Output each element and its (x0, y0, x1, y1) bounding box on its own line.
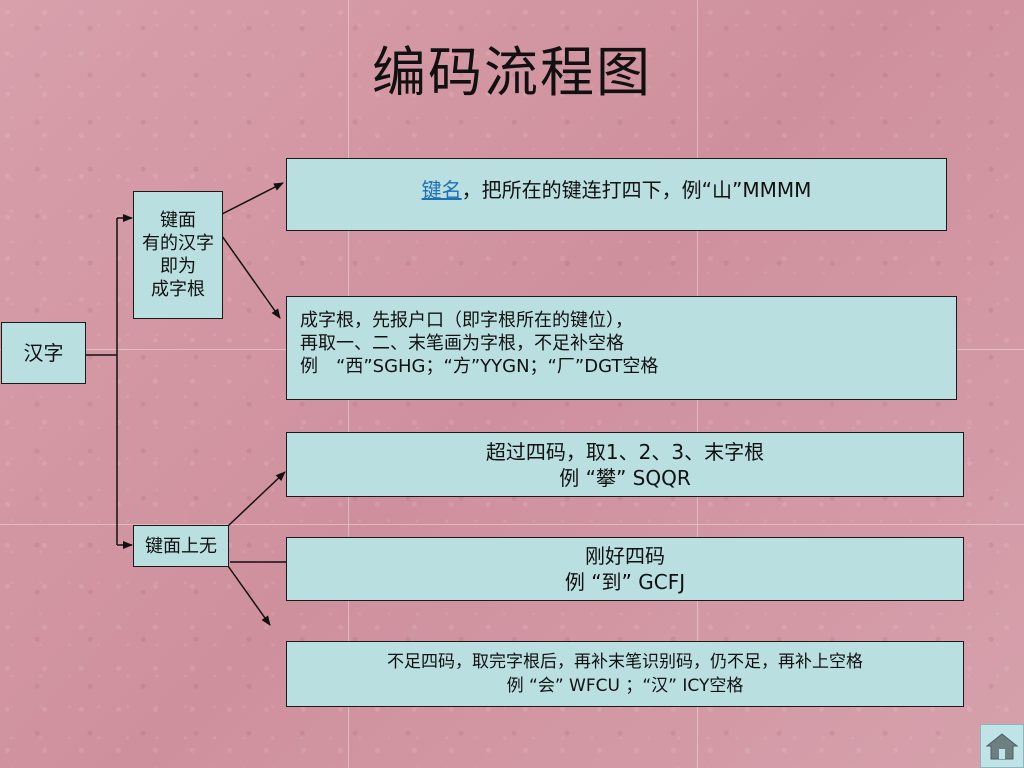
page-title: 编码流程图 (372, 41, 652, 104)
exactly-four-line: 刚好四码 (585, 544, 665, 568)
arrow-to-under-four (227, 565, 271, 626)
under-four-line: 不足四码，取完字根后，再补末笔识别码，仍不足，再补上空格 (387, 652, 863, 672)
key-name-text: ，把所在的键连打四下，例“山”MMMM (461, 177, 812, 202)
background-seam (0, 524, 1024, 525)
over-four-box: 超过四码，取1、2、3、末字根 例 “攀” SQQR (286, 432, 964, 497)
component-root-line: 成字根，先报户口（即字根所在的键位）， (300, 310, 633, 331)
home-button[interactable] (980, 724, 1024, 768)
arrow-to-key-name (221, 182, 284, 215)
component-root-line: 再取一、二、末笔画为字根，不足补空格 (300, 333, 624, 354)
keyface-has-line: 键面 (160, 210, 196, 231)
keyface-none-node: 键面上无 (133, 525, 229, 567)
exactly-four-box: 刚好四码 例 “到” GCFJ (286, 537, 964, 601)
arrow-to-over-four (227, 471, 286, 527)
key-name-box: 键名，把所在的键连打四下，例“山”MMMM (286, 158, 947, 231)
arrow-to-component-root (221, 235, 281, 319)
keyface-none-label: 键面上无 (145, 535, 217, 557)
root-node: 汉字 (1, 322, 86, 384)
under-four-box: 不足四码，取完字根后，再补末笔识别码，仍不足，再补上空格 例 “会” WFCU … (286, 641, 964, 707)
keyface-has-line: 成字根 (151, 279, 205, 300)
component-root-line: 例 “西”SGHG；“方”YYGN；“厂”DGT空格 (300, 356, 659, 377)
component-root-box: 成字根，先报户口（即字根所在的键位）， 再取一、二、末笔画为字根，不足补空格 例… (286, 296, 957, 400)
keyface-has-line: 即为 (160, 256, 196, 277)
keyface-has-line: 有的汉字 (142, 233, 214, 254)
root-label: 汉字 (23, 341, 64, 365)
home-icon (985, 733, 1019, 760)
keyface-has-node: 键面 有的汉字 即为 成字根 (133, 191, 223, 319)
under-four-line: 例 “会” WFCU ；“汉” ICY空格 (506, 676, 744, 696)
over-four-line: 例 “攀” SQQR (559, 465, 691, 490)
exactly-four-line: 例 “到” GCFJ (564, 570, 686, 594)
over-four-line: 超过四码，取1、2、3、末字根 (485, 439, 765, 464)
key-name-link[interactable]: 键名 (421, 177, 462, 202)
